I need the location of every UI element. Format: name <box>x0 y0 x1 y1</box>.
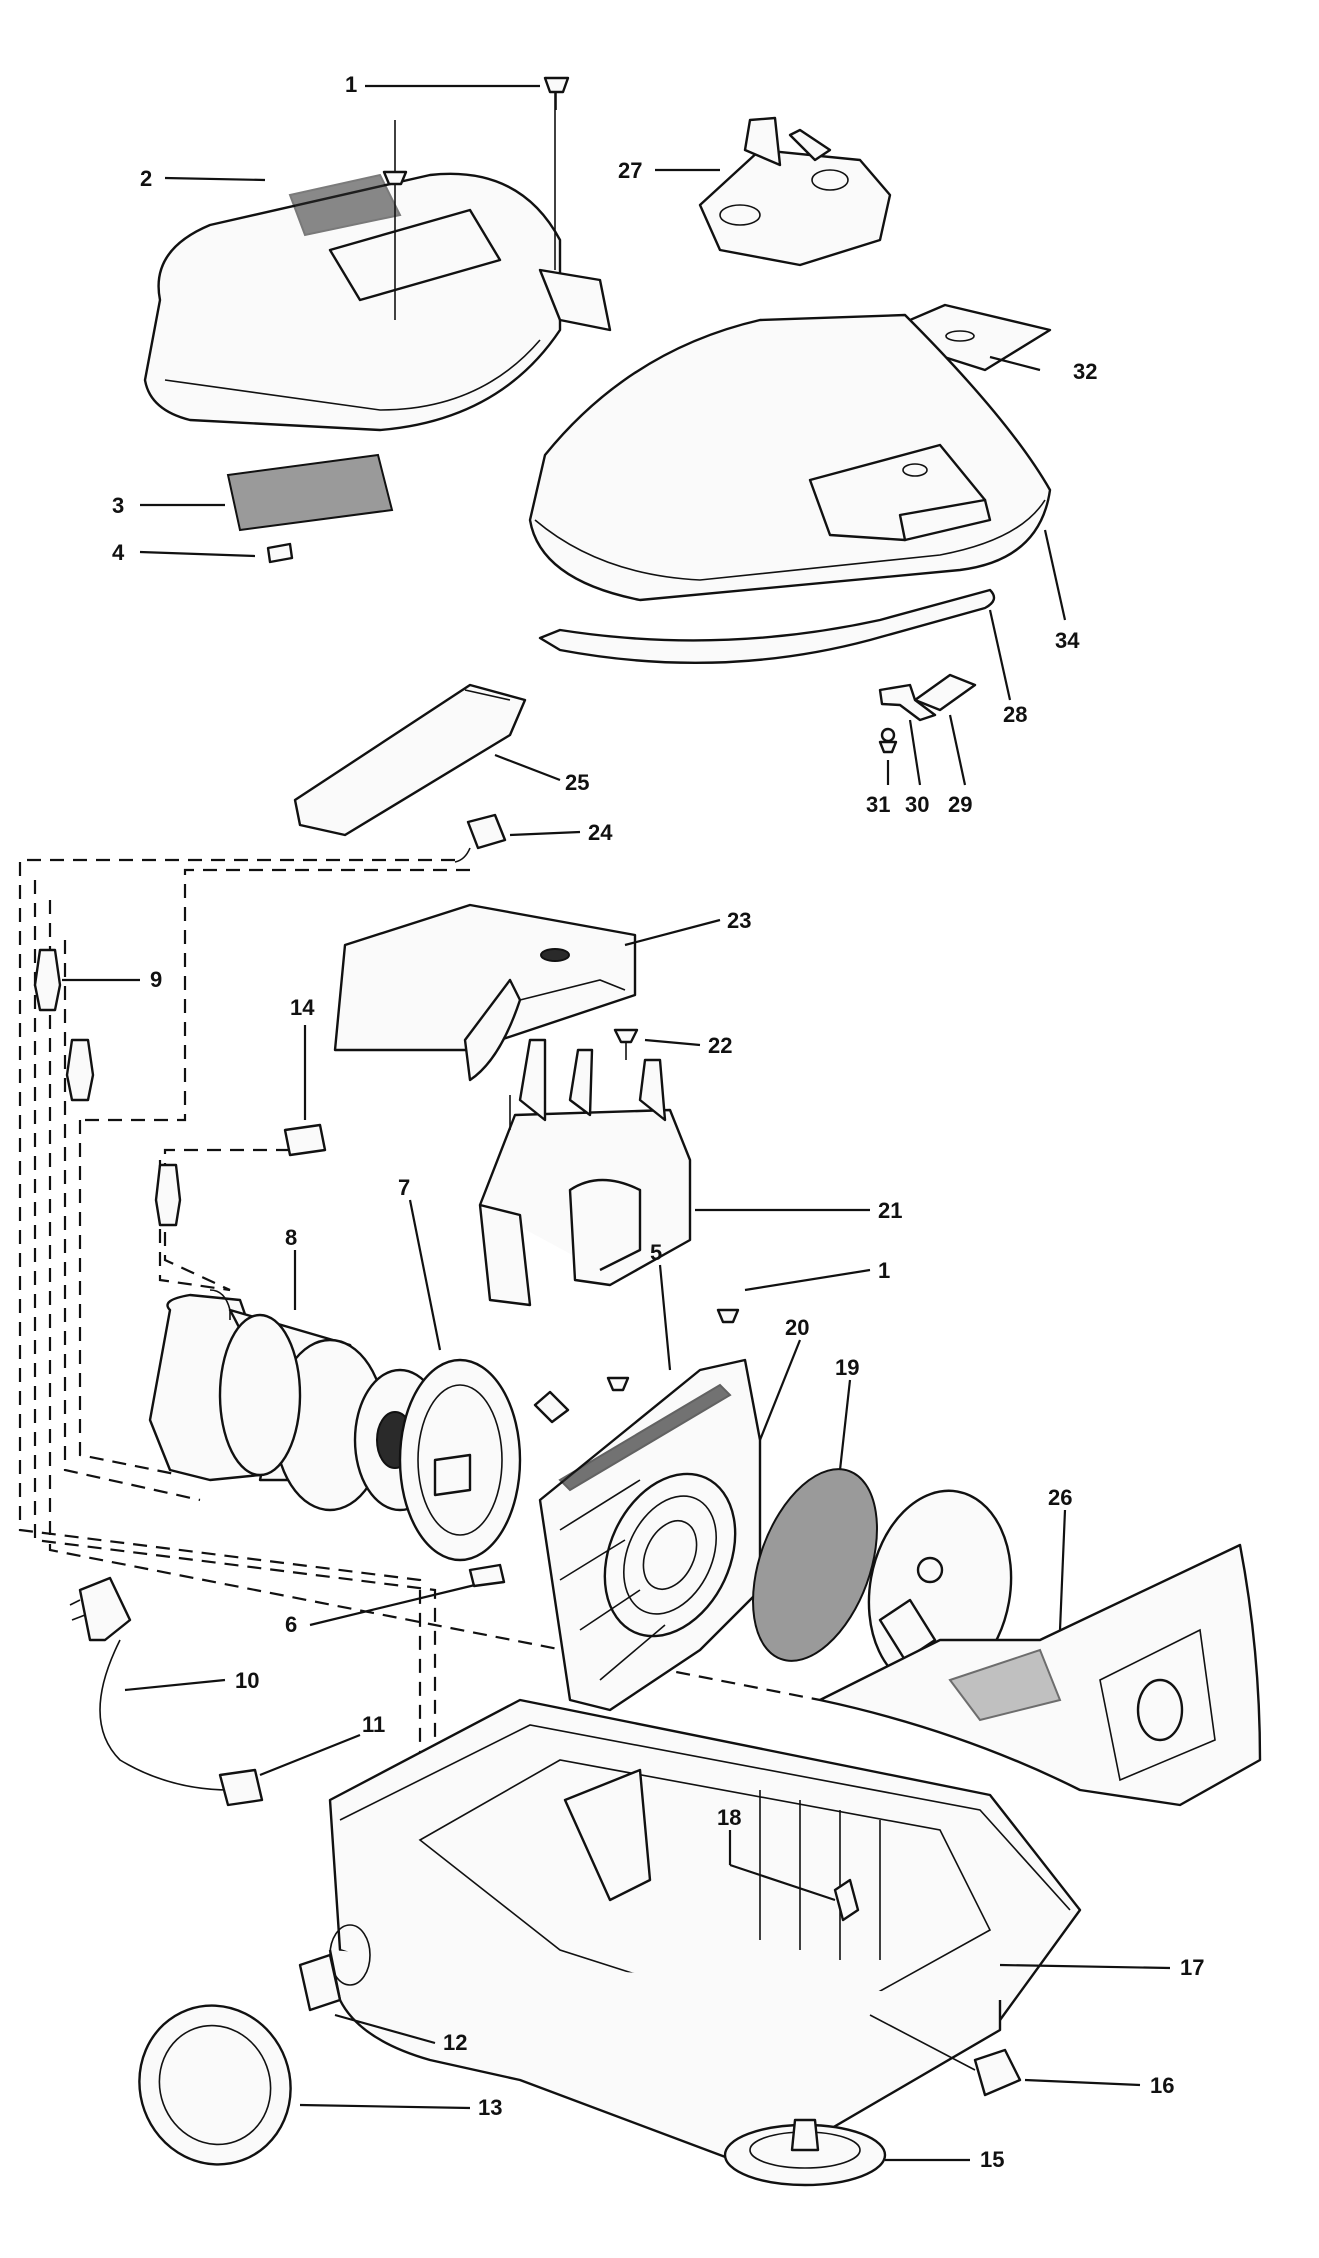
callout-label: 32 <box>1073 359 1097 384</box>
wheel-part-13 <box>138 2004 292 2166</box>
callout-label: 1 <box>345 72 357 97</box>
leader-lines <box>62 84 1171 2162</box>
dust-bag-part-26 <box>818 1543 1262 1807</box>
callout-label: 15 <box>980 2147 1004 2172</box>
hood-part-34 <box>528 313 1052 602</box>
switch-part-24 <box>454 813 507 863</box>
callout-label: 13 <box>478 2095 502 2120</box>
handle-part-27 <box>698 116 892 267</box>
callout-label: 4 <box>112 540 125 565</box>
callout-label: 8 <box>285 1225 297 1250</box>
bumper-part-6b <box>468 1563 506 1588</box>
connector-block-part-14 <box>283 1123 327 1157</box>
callout-label: 2 <box>140 166 152 191</box>
callout-label: 29 <box>948 792 972 817</box>
seal-part-28 <box>538 588 996 665</box>
callout-label: 25 <box>565 770 589 795</box>
wiring-harness <box>18 858 821 1880</box>
motor-bracket-part-21 <box>478 1038 692 1307</box>
callout-label: 26 <box>1048 1485 1072 1510</box>
cover-plate-part-25 <box>293 683 527 837</box>
filter-part-3 <box>226 453 394 532</box>
callout-label: 6 <box>285 1612 297 1637</box>
motor-cover-part-23 <box>333 903 637 1082</box>
callout-label: 3 <box>112 493 124 518</box>
mounting-plate-part-5 <box>538 1358 762 1712</box>
callout-label: 18 <box>717 1805 741 1830</box>
wheel-mount-part-12 <box>298 1953 342 2012</box>
spring-part-30 <box>878 683 937 722</box>
base-housing-part-17 <box>328 1698 1082 2172</box>
callout-label: 24 <box>588 820 613 845</box>
callout-label: 12 <box>443 2030 467 2055</box>
callout-label: 21 <box>878 1198 902 1223</box>
clip-part-4 <box>266 542 294 564</box>
callout-label: 7 <box>398 1175 410 1200</box>
screw-part-1-top <box>382 76 570 186</box>
callout-label: 31 <box>866 792 890 817</box>
power-cord-part-10 <box>69 1576 231 1791</box>
callout-label: 14 <box>290 995 315 1020</box>
screw-part-22 <box>613 1028 639 1060</box>
callout-label: 17 <box>1180 1955 1204 1980</box>
plug-part-16 <box>869 2014 1022 2097</box>
bumper-part-6a <box>533 1390 570 1424</box>
callout-label: 22 <box>708 1033 732 1058</box>
callout-label: 10 <box>235 1668 259 1693</box>
callout-label: 19 <box>835 1355 859 1380</box>
callout-label: 28 <box>1003 702 1027 727</box>
callout-label: 5 <box>650 1240 662 1265</box>
top-cover-part <box>143 80 612 432</box>
filter-disc-part-19 <box>752 1468 878 1662</box>
callout-label: 23 <box>727 908 751 933</box>
latch-part-29 <box>913 673 977 712</box>
callout-label: 34 <box>1055 628 1080 653</box>
screw-part-31 <box>878 727 898 754</box>
connector-part-9 <box>33 948 182 1227</box>
strain-relief-part-11 <box>218 1768 264 1807</box>
callout-label: 20 <box>785 1315 809 1340</box>
callout-label: 16 <box>1150 2073 1174 2098</box>
motor-part-8 <box>148 1289 447 1512</box>
callout-label: 27 <box>618 158 642 183</box>
fan-ring-part-7 <box>398 1358 522 1562</box>
callout-label: 30 <box>905 792 929 817</box>
callout-label: 9 <box>150 967 162 992</box>
callout-label: 11 <box>362 1712 385 1737</box>
callout-label: 1 <box>878 1258 890 1283</box>
caster-part-15 <box>723 2118 887 2187</box>
switch-part-18 <box>833 1878 860 1922</box>
callout-labels: 1 2 3 4 27 32 34 28 29 30 31 25 24 23 22… <box>112 72 1204 2172</box>
